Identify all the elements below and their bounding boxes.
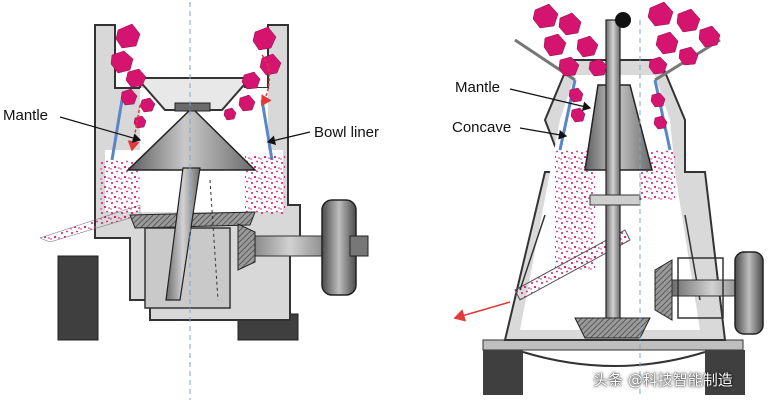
mantle-leader-line-right [509,88,592,112]
left-ore-chunks [110,23,282,129]
spider-arm [589,194,641,206]
pulley-hub [349,235,369,257]
crushed-ore-right [245,155,285,215]
right-main-shaft [605,19,621,321]
right-discharge-chute [514,229,631,301]
right-base-plate [482,339,744,351]
flow-arrow-left [127,104,141,152]
shaft-top-cap [615,12,631,28]
discharge-arrow [453,301,511,322]
right-crusher-diagram [453,1,764,395]
watermark-text: 头条 @科技智能制造 [593,371,733,389]
right-pinion [654,259,673,321]
mantle-leader-line-left [59,116,142,143]
left-crusher-diagram [39,2,369,400]
feed-funnel [134,77,253,111]
left-base-block [57,255,99,341]
right-mantle-label: Mantle [455,79,501,96]
right-ore-chunks [532,1,721,130]
right-foot-left [483,350,523,395]
left-main-shaft [165,167,201,301]
bowl-liner-leader-line [266,131,311,146]
bowl-liner [110,99,274,161]
bevel-pinion [237,223,256,271]
countershaft-housing [677,257,724,319]
right-pulley [734,251,764,335]
cone-top-cap [174,102,211,112]
bowl-liner-label: Bowl liner [314,124,380,141]
concave-label: Concave [452,119,512,136]
shaft-dash-line [209,179,219,301]
right-bevel-gear [574,317,651,339]
right-foot-right [705,350,745,395]
concave-leader-line [519,127,568,140]
inner-frame-line-left [519,214,546,291]
left-mantle-label: Mantle [3,107,49,124]
bottom-arc [522,351,706,367]
